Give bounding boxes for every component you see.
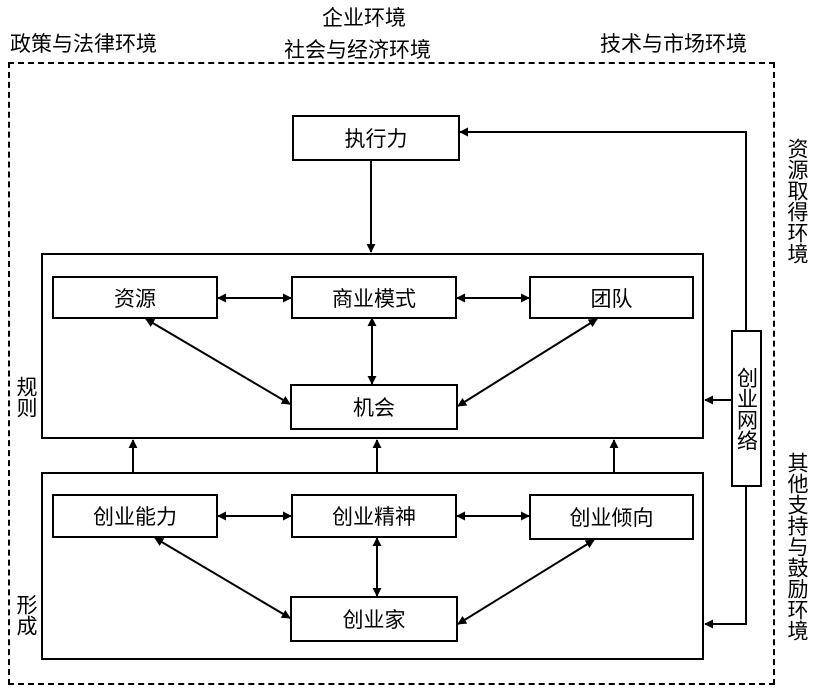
network-node: 创业网络 (731, 330, 762, 487)
network-label: 创业网络 (734, 366, 759, 451)
spirit-node: 创业精神 (291, 494, 457, 538)
arrow-resources-opportunity (145, 318, 291, 405)
team-node: 团队 (529, 276, 694, 319)
entrepreneur-node: 创业家 (290, 596, 458, 642)
formation-section-frame (41, 472, 704, 660)
entrepreneur-label: 创业家 (342, 608, 406, 632)
arrow-network-to-formation (704, 487, 747, 629)
arrow-ability-entrepreneur (154, 537, 291, 619)
spirit-label: 创业精神 (332, 505, 416, 529)
tendency-node: 创业倾向 (529, 494, 694, 540)
ability-label: 创业能力 (93, 505, 177, 529)
rules-section-frame (41, 253, 704, 439)
execution-node: 执行力 (292, 115, 460, 161)
tendency-label: 创业倾向 (569, 506, 654, 530)
business-model-node: 商业模式 (291, 276, 457, 319)
resources-label: 资源 (114, 286, 156, 311)
business-model-label: 商业模式 (332, 286, 416, 311)
ability-node: 创业能力 (52, 494, 218, 538)
enterprise-env-label: 企业环境 (322, 6, 406, 30)
other-support-env-label: 其他支持与鼓励环境 (785, 452, 809, 641)
policy-law-env-label: 政策与法律环境 (10, 32, 157, 56)
arrow-team-opportunity (457, 318, 598, 407)
rules-section-label: 规则 (14, 376, 38, 418)
arrow-tendency-entrepreneur (457, 539, 595, 625)
team-label: 团队 (590, 286, 633, 311)
opportunity-node: 机会 (290, 384, 458, 430)
resource-access-env-label: 资源取得环境 (785, 138, 809, 264)
opportunity-label: 机会 (353, 396, 395, 420)
formation-section-label: 形成 (14, 594, 38, 636)
tech-market-env-label: 技术与市场环境 (600, 32, 747, 56)
resources-node: 资源 (52, 276, 218, 319)
arrow-network-to-execution (459, 127, 747, 330)
environment-boundary (8, 62, 775, 685)
social-economic-env-label: 社会与经济环境 (284, 38, 431, 62)
execution-label: 执行力 (344, 127, 408, 151)
